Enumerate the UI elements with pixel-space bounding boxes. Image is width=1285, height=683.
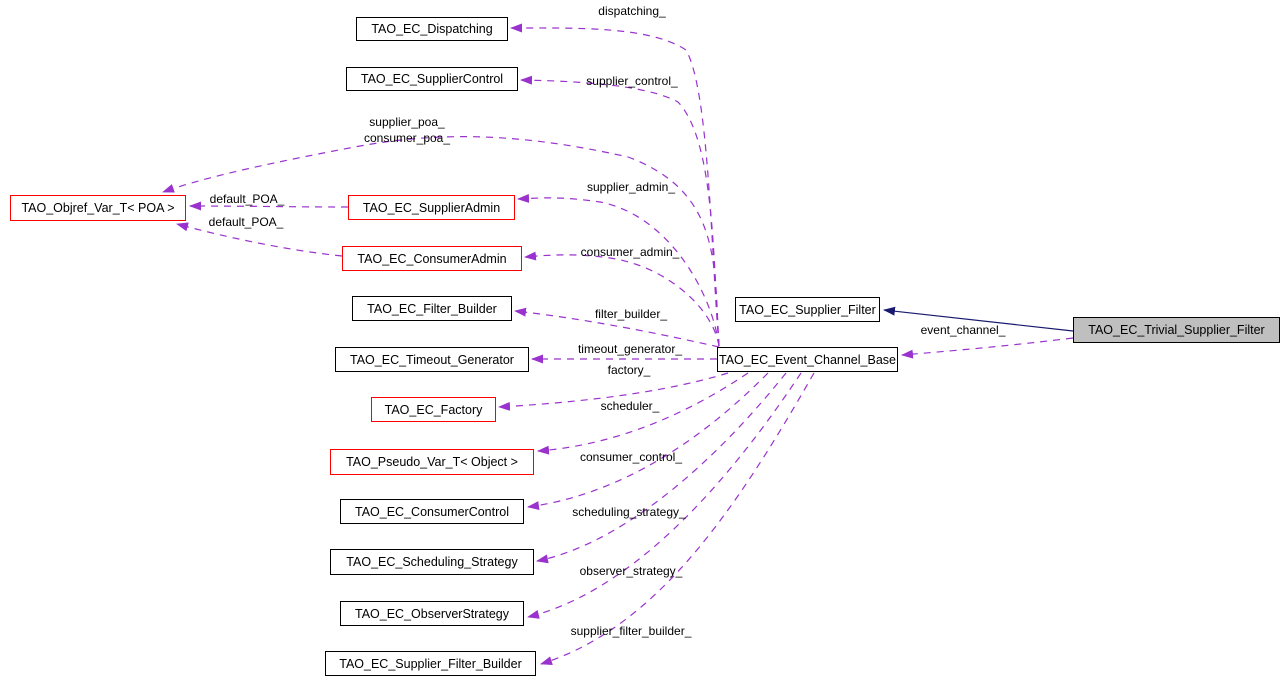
- edge-label-supplier-admin: supplier_admin_: [586, 180, 676, 194]
- edge-label-dispatching: dispatching_: [598, 4, 666, 18]
- class-node-consumer-control[interactable]: TAO_EC_ConsumerControl: [340, 499, 524, 524]
- edge-event-channel: [901, 337, 1074, 359]
- edge-label-scheduler: scheduler_: [600, 399, 660, 413]
- edge-inheritance: [883, 306, 1074, 332]
- edge-label-observer-strategy: observer_strategy_: [579, 564, 683, 578]
- edge-label-event-channel: event_channel_: [920, 323, 1006, 337]
- class-node-trivial-supplier-filter: TAO_EC_Trivial_Supplier_Filter: [1073, 317, 1280, 343]
- class-node-timeout-generator[interactable]: TAO_EC_Timeout_Generator: [335, 347, 529, 372]
- class-node-event-channel-base[interactable]: TAO_EC_Event_Channel_Base: [717, 347, 898, 372]
- edge-label-supplier-control: supplier_control_: [586, 74, 678, 88]
- edge-observer-strategy: [527, 372, 802, 619]
- class-node-factory[interactable]: TAO_EC_Factory: [371, 397, 496, 422]
- edge-label-consumer-control: consumer_control_: [579, 450, 683, 464]
- edge-filter-builder: [514, 307, 720, 348]
- class-node-consumer-admin[interactable]: TAO_EC_ConsumerAdmin: [342, 246, 522, 271]
- edge-label-consumer-admin: consumer_admin_: [580, 245, 680, 259]
- edge-label-default-poa-consumer: default_POA_: [208, 215, 284, 229]
- class-node-scheduling-strategy[interactable]: TAO_EC_Scheduling_Strategy: [330, 549, 534, 575]
- class-node-supplier-admin[interactable]: TAO_EC_SupplierAdmin: [348, 195, 515, 220]
- edge-label-default-poa-supplier: default_POA_: [209, 192, 285, 206]
- edge-label-timeout-generator: timeout_generator_: [577, 342, 683, 356]
- edge-dispatching: [510, 23, 720, 347]
- edge-label-filter-builder: filter_builder_: [594, 307, 668, 321]
- edge-default-poa-supplier: [189, 201, 349, 211]
- edge-scheduler: [537, 372, 749, 455]
- edge-poa: [162, 136, 720, 347]
- edge-scheduling-strategy: [536, 372, 787, 564]
- edge-label-factory: factory_: [607, 363, 651, 377]
- edge-label-poa-1: supplier_poa_: [369, 115, 445, 129]
- edge-label-poa-2: consumer_poa_: [363, 131, 451, 145]
- class-node-filter-builder[interactable]: TAO_EC_Filter_Builder: [352, 296, 512, 321]
- class-node-observer-strategy[interactable]: TAO_EC_ObserverStrategy: [340, 601, 524, 626]
- class-node-supplier-filter[interactable]: TAO_EC_Supplier_Filter: [735, 297, 880, 322]
- edge-supplier-filter-builder: [540, 372, 815, 665]
- class-node-supplier-filter-builder[interactable]: TAO_EC_Supplier_Filter_Builder: [325, 651, 536, 676]
- edge-supplier-admin: [517, 194, 720, 347]
- class-node-objref-var[interactable]: TAO_Objref_Var_T< POA >: [10, 195, 186, 221]
- class-node-dispatching[interactable]: TAO_EC_Dispatching: [356, 17, 508, 41]
- edge-label-scheduling-strategy: scheduling_strategy_: [572, 505, 686, 519]
- edge-consumer-control: [527, 372, 769, 510]
- edge-factory: [498, 372, 729, 411]
- class-node-supplier-control[interactable]: TAO_EC_SupplierControl: [346, 67, 518, 91]
- class-node-pseudo-var[interactable]: TAO_Pseudo_Var_T< Object >: [330, 449, 534, 475]
- edge-supplier-control: [520, 75, 720, 347]
- edge-label-supplier-filter-builder: supplier_filter_builder_: [570, 624, 692, 638]
